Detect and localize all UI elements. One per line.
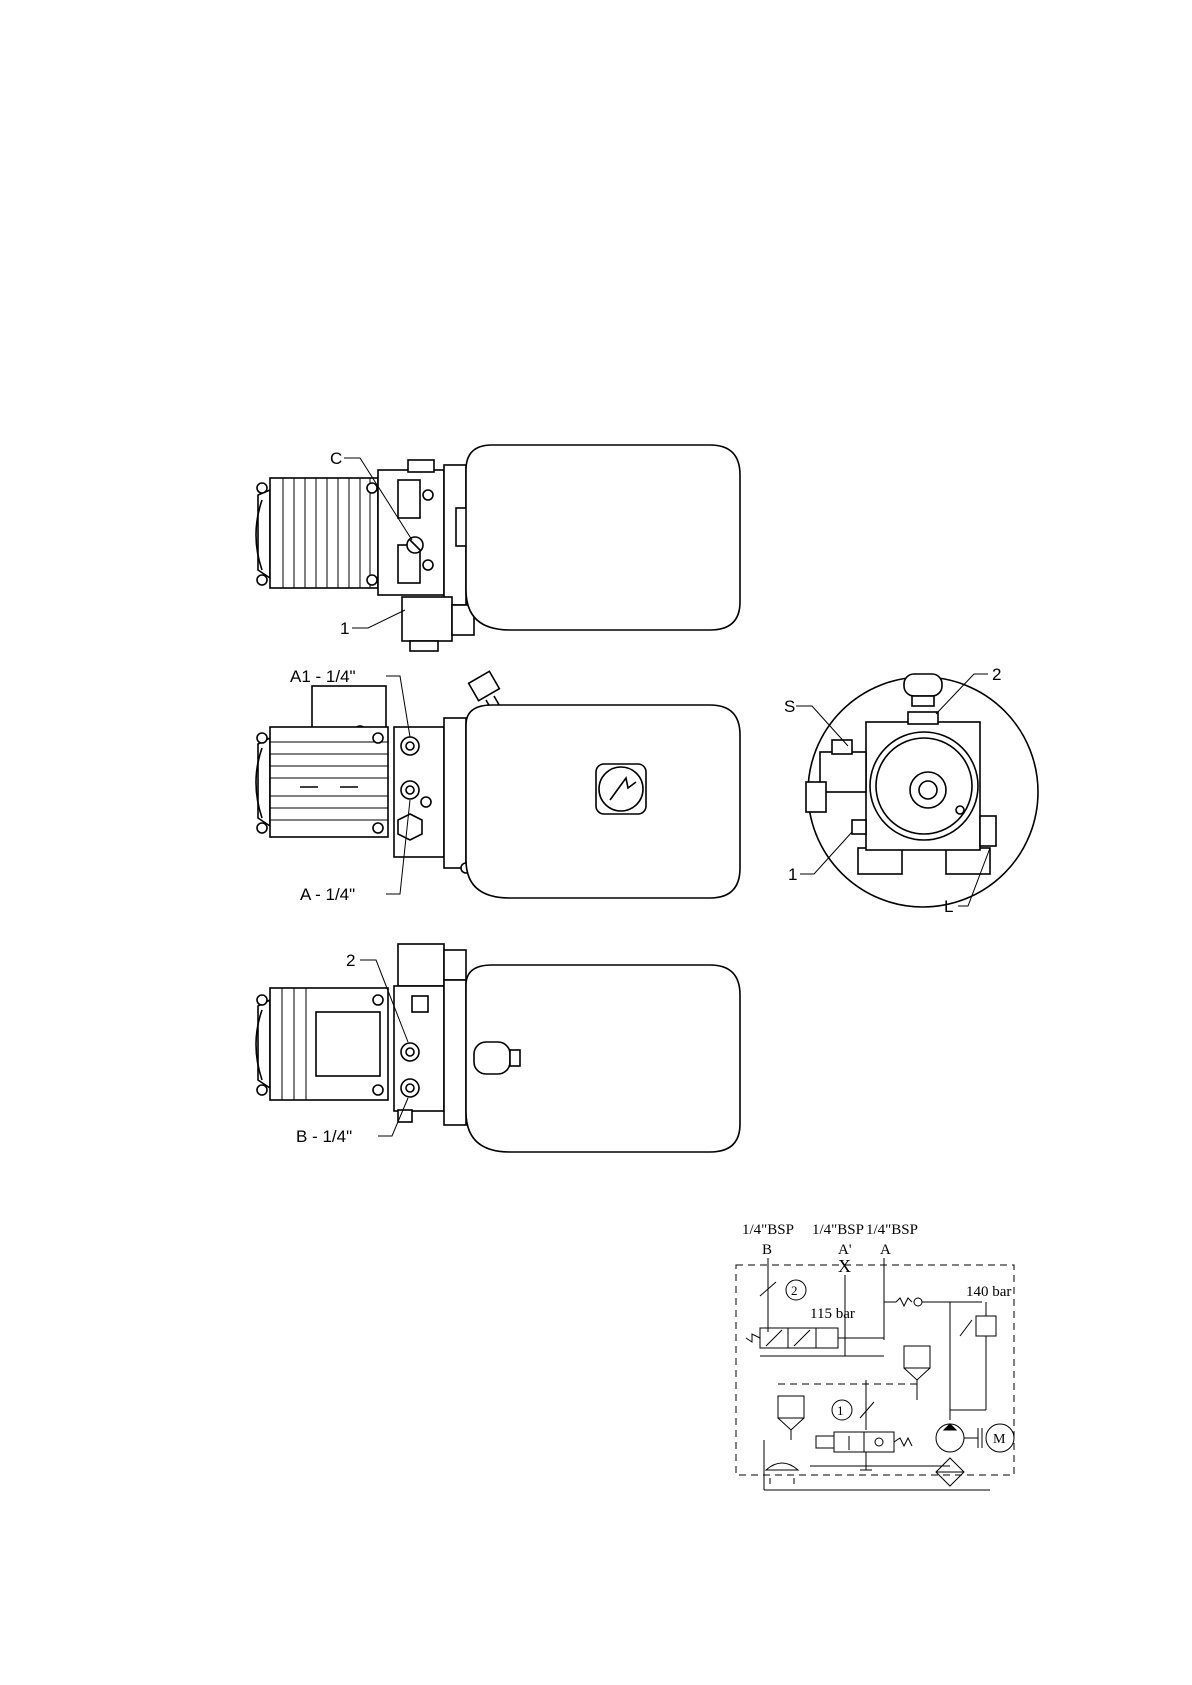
port-a-label: A [880,1242,891,1258]
port-b-label: B [762,1242,772,1258]
side-callout-1: 1 [788,865,797,884]
hydraulic-schematic: 1/4"BSP 1/4"BSP 1/4"BSP B A' A X 2 115 b… [736,1222,1014,1490]
top-callout-c: C [330,449,342,468]
front-callout-a: A - 1/4" [300,885,355,904]
port-plug-mark: X [838,1256,851,1276]
top-tank [466,445,740,630]
bottom-callout-b: B - 1/4" [296,1127,352,1146]
side-callout-2: 2 [992,665,1001,684]
side-breather-cap [904,674,942,696]
front-callout-a1: A1 - 1/4" [290,667,356,686]
port-size-a: 1/4"BSP [866,1222,918,1238]
bottom-breather-cap [474,1042,510,1074]
bottom-view: 2 B - 1/4" [256,944,740,1152]
bottom-solenoid [398,944,444,986]
bottom-callout-2: 2 [346,951,355,970]
port-size-b: 1/4"BSP [742,1222,794,1238]
side-solenoid [820,752,866,792]
front-view: A1 - 1/4" A - 1/4" [256,667,740,904]
top-view: C 1 [256,445,740,651]
throttle-2-label: 2 [791,1283,798,1298]
valve-pressure-115: 115 bar [810,1306,855,1322]
side-callout-s: S [784,697,795,716]
schematic-motor-label: M [993,1432,1006,1447]
valve-pressure-140: 140 bar [966,1284,1011,1300]
front-logo-emblem [596,764,646,814]
side-view: S 2 1 L [784,665,1038,916]
throttle-1-label: 1 [837,1403,844,1418]
bottom-motor-plate [316,1012,380,1076]
port-size-a-prime: 1/4"BSP [812,1222,864,1238]
top-solenoid [402,597,452,641]
top-motor-body [270,478,378,588]
side-callout-l: L [944,897,953,916]
top-callout-1: 1 [340,619,349,638]
